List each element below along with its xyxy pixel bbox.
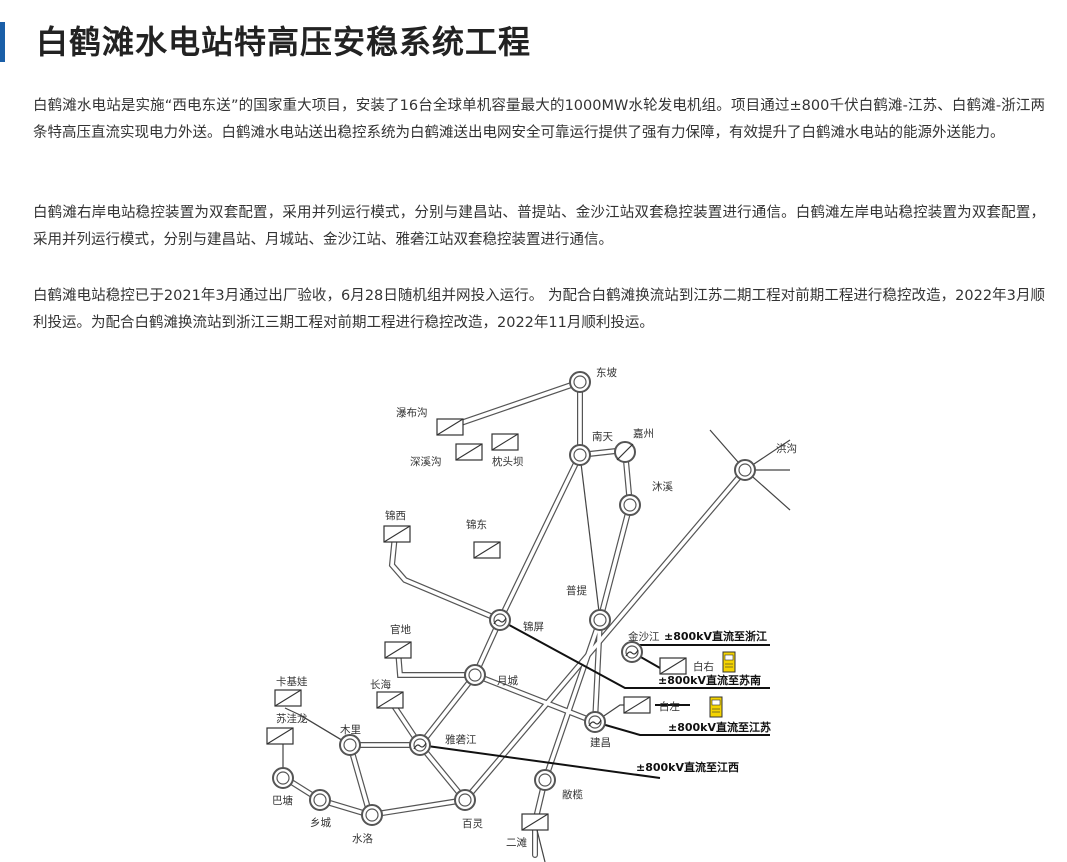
plant-baiyou	[659, 657, 687, 675]
label-dc-zhejiang: ±800kV直流至浙江	[664, 629, 767, 643]
plant-jinxi	[383, 525, 411, 543]
node-hongou	[734, 459, 756, 481]
label-changhai: 长海	[370, 678, 391, 691]
node-jinping	[489, 609, 511, 631]
label-puti: 普提	[566, 584, 587, 597]
label-nantian: 南天	[592, 430, 613, 443]
node-yalongjiang	[409, 734, 431, 756]
label-suwalong: 苏洼龙	[276, 712, 308, 725]
label-jinshajiang: 金沙江	[628, 630, 660, 643]
node-sitan	[534, 769, 556, 791]
label-dc-sunan: ±800kV直流至苏南	[658, 673, 761, 687]
node-jianchang	[584, 711, 606, 733]
grid-network-diagram: 东坡 瀑布沟 深溪沟 枕头坝 南天 嘉州 沐溪 洪沟 锦西 锦东 普提 锦屏 金…	[266, 366, 797, 862]
label-kajiwa: 卡基娃	[276, 675, 308, 688]
node-yuecheng	[464, 664, 486, 686]
label-dongpo: 东坡	[596, 366, 617, 379]
node-batang	[272, 767, 294, 789]
label-muxi: 沐溪	[652, 480, 673, 493]
label-jianchang: 建昌	[590, 736, 611, 749]
label-dc-jiangxi: ±800kV直流至江西	[636, 760, 739, 774]
stability-device-right-bank	[722, 651, 736, 673]
plant-shenxigou	[455, 443, 483, 461]
label-yuecheng: 月城	[497, 675, 518, 687]
node-muli	[339, 734, 361, 756]
node-shuiluo	[361, 804, 383, 826]
plant-kajiwa	[274, 689, 302, 707]
plant-zhentouba	[491, 433, 519, 451]
label-baizuo: 白左	[659, 700, 680, 713]
label-jinxi: 锦西	[385, 509, 406, 522]
plant-pubugou	[436, 418, 464, 436]
label-pubugou: 瀑布沟	[396, 406, 428, 419]
label-yalongjiang: 雅砻江	[445, 733, 477, 746]
label-shuiluo: 水洛	[352, 832, 373, 845]
page-title: 白鹤滩水电站特高压安稳系统工程	[36, 23, 532, 61]
node-puti	[589, 609, 611, 631]
node-dongpo	[569, 371, 591, 393]
plant-baizuo	[623, 696, 651, 714]
label-shenxigou: 深溪沟	[410, 455, 442, 468]
label-dc-jiangsu: ±800kV直流至江苏	[668, 720, 771, 734]
stability-device-left-bank	[709, 696, 723, 718]
label-xiangcheng: 乡城	[310, 817, 331, 829]
label-jiazhou: 嘉州	[633, 427, 654, 440]
label-batang: 巴塘	[272, 794, 293, 807]
plant-changhai	[376, 691, 404, 709]
node-nantian	[569, 444, 591, 466]
node-bailing	[454, 789, 476, 811]
label-muli: 木里	[340, 724, 361, 736]
node-muxi	[619, 494, 641, 516]
commissioning-paragraph: 白鹤滩电站稳控已于2021年3月通过出厂验收，6月28日随机组并网投入运行。 为…	[33, 288, 1045, 331]
label-guandi: 官地	[390, 623, 411, 636]
label-baiyou: 白右	[693, 660, 714, 673]
label-ertan: 二滩	[506, 836, 527, 849]
plant-jindong	[473, 541, 501, 559]
plant-guandi	[384, 641, 412, 659]
label-sitan: 敝榄	[562, 788, 583, 801]
node-jinshajiang	[621, 641, 643, 663]
plant-ertan	[521, 813, 549, 831]
configuration-paragraph: 白鹤滩右岸电站稳控装置为双套配置，采用并列运行模式，分别与建昌站、普提站、金沙江…	[33, 205, 1045, 248]
intro-paragraph: 白鹤滩水电站是实施“西电东送”的国家重大项目，安装了16台全球单机容量最大的10…	[33, 98, 1045, 141]
label-zhentouba: 枕头坝	[492, 455, 524, 468]
label-hongou: 洪沟	[776, 442, 797, 455]
label-bailing: 百灵	[462, 818, 483, 830]
node-xiangcheng	[309, 789, 331, 811]
label-jinping: 锦屏	[523, 620, 544, 633]
title-accent-bar	[0, 22, 5, 62]
plant-suwalong	[266, 727, 294, 745]
label-jindong: 锦东	[466, 518, 487, 531]
